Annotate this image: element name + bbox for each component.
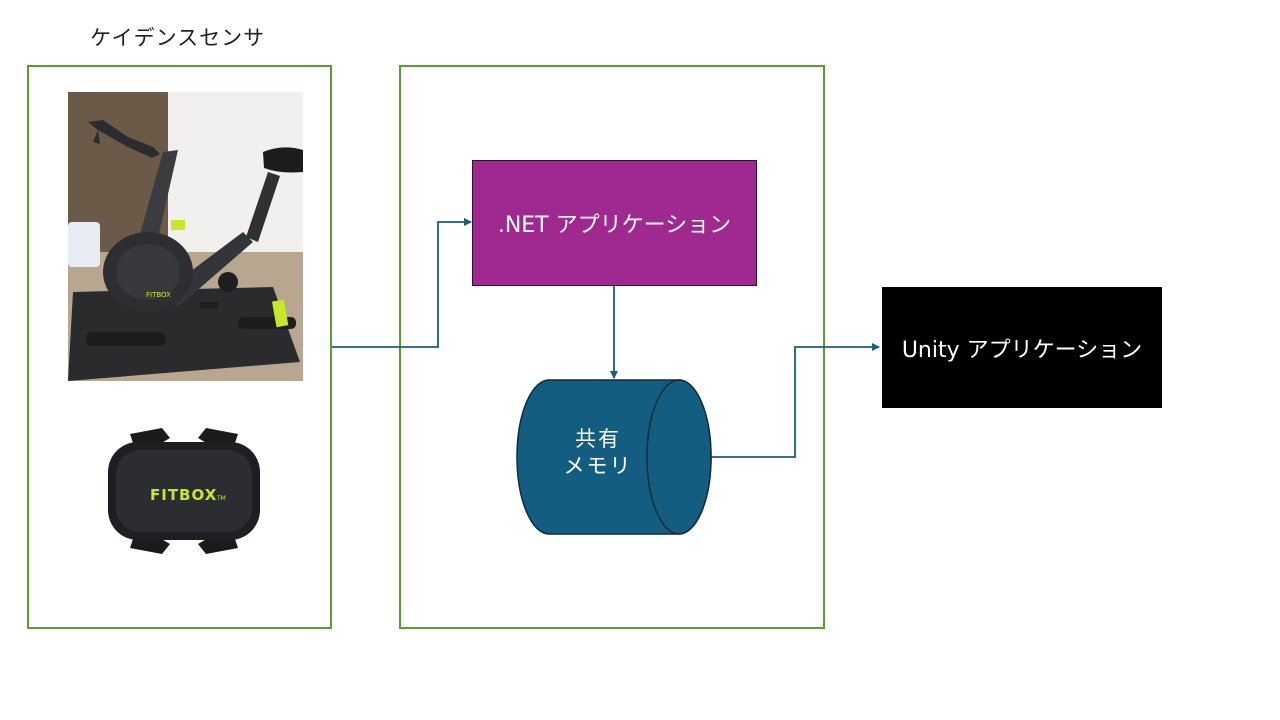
sensor-brand-text: FITBOX <box>150 486 217 504</box>
exercise-bike-photo: FITBOX <box>68 92 303 381</box>
net-application-box: .NET アプリケーション <box>472 160 757 286</box>
shared-memory-label: 共有 メモリ <box>548 426 648 480</box>
cadence-sensor-title: ケイデンスセンサ <box>90 26 266 50</box>
unity-application-box: Unity アプリケーション <box>882 287 1162 408</box>
bike-brand-text: FITBOX <box>146 291 171 299</box>
connector-sensor-to-net <box>332 218 472 348</box>
shared-memory-cylinder <box>516 379 712 535</box>
cadence-sensor-photo: FITBOX TM <box>100 420 268 562</box>
net-application-label: .NET アプリケーション <box>497 213 732 238</box>
shared-memory-line1: 共有 <box>575 427 621 451</box>
unity-application-label: Unity アプリケーション <box>901 337 1143 363</box>
shared-memory-line2: メモリ <box>563 454 633 478</box>
svg-text:TM: TM <box>216 495 226 502</box>
connector-memory-to-unity <box>711 343 880 458</box>
sensor-group-box <box>27 65 332 629</box>
